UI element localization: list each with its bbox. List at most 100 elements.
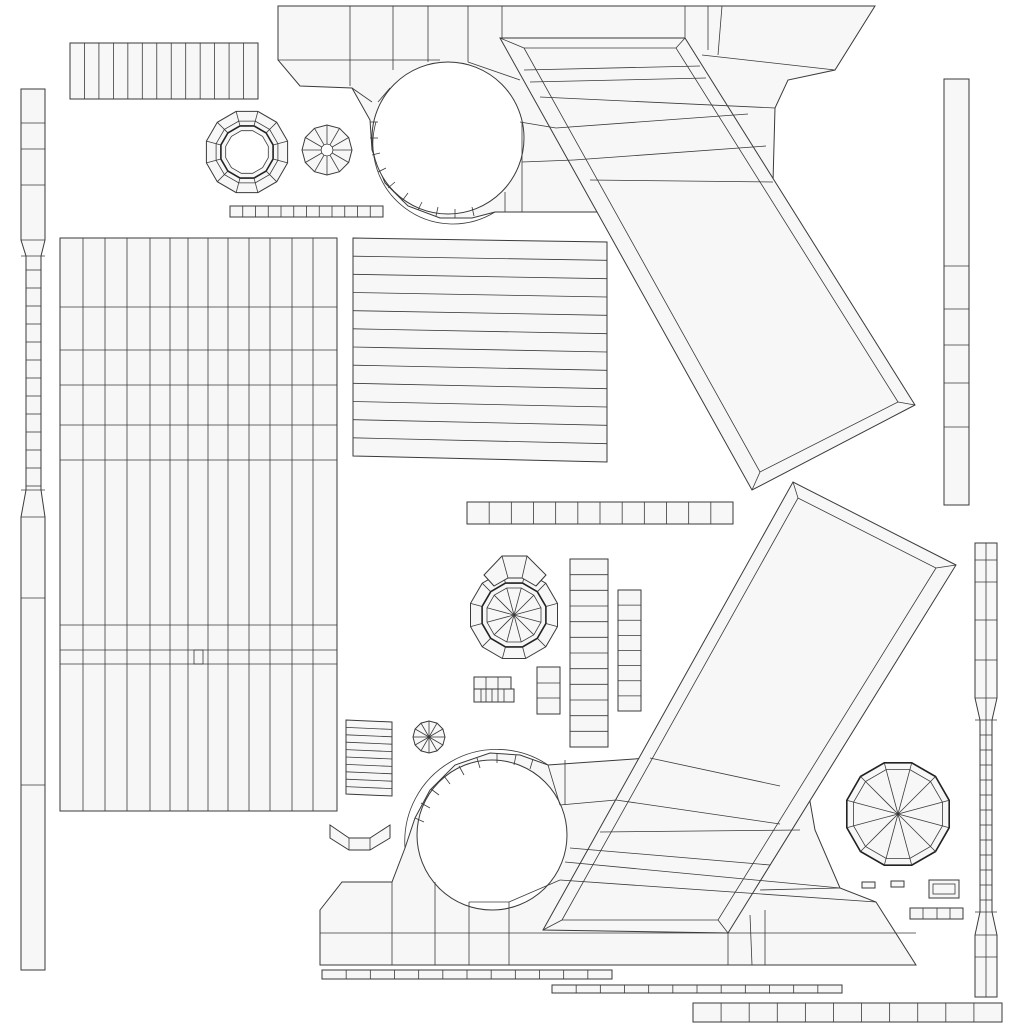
uv-edge <box>265 170 277 182</box>
uv-edge <box>897 781 931 815</box>
uv-edge <box>481 638 491 648</box>
uv-edge <box>352 364 608 371</box>
uv-edge <box>537 582 547 592</box>
uv-edge <box>909 858 913 866</box>
uv-edge <box>420 736 430 752</box>
uv-edge <box>331 137 349 148</box>
uv-edge <box>345 727 393 730</box>
uv-edge <box>428 728 444 738</box>
uv-edge <box>885 769 899 815</box>
uv-edge <box>930 846 936 852</box>
radial-cap-large <box>845 761 951 867</box>
uv-edge <box>345 741 393 745</box>
uv-edge <box>522 646 527 659</box>
uv-edge <box>853 801 899 815</box>
radial-cap-fan <box>483 555 547 587</box>
horizontal-strip-block <box>352 237 608 463</box>
uv-edge <box>897 801 943 815</box>
uv-edge <box>253 177 259 193</box>
uv-edge <box>493 614 515 636</box>
uv-edge <box>352 401 608 408</box>
uv-edge <box>883 762 887 770</box>
bar-strip <box>692 1002 1003 1023</box>
uv-edge <box>352 273 608 280</box>
uv-edge <box>501 555 509 579</box>
uv-edge <box>420 722 430 738</box>
bar-strip <box>551 984 843 994</box>
uv-edge <box>265 122 277 134</box>
uv-edge <box>428 736 444 746</box>
uv-edge <box>486 607 515 616</box>
uv-edge <box>314 154 325 172</box>
uv-edge <box>470 602 483 607</box>
uv-edge <box>513 614 535 636</box>
uv-edge <box>345 756 393 760</box>
uv-edge <box>428 736 438 752</box>
uv-edge <box>909 762 913 770</box>
uv-edge <box>352 255 608 261</box>
radial-cap-small <box>301 124 353 176</box>
uv-edge <box>352 346 608 353</box>
uv-edge <box>483 574 495 587</box>
uv-ring <box>320 143 334 157</box>
uv-edge <box>897 813 943 827</box>
uv-edge <box>305 137 323 148</box>
uv-edge <box>535 574 547 587</box>
uv-edge <box>345 764 393 767</box>
uv-edge <box>513 607 542 616</box>
uv-edge <box>352 328 608 335</box>
uv-edge <box>352 292 608 298</box>
uv-edge <box>942 799 950 803</box>
uv-edge <box>853 813 899 827</box>
uv-edge <box>860 776 866 782</box>
small-tabs <box>861 879 964 920</box>
stacked-strip-medium <box>617 589 642 712</box>
slanted-lines-block <box>345 719 393 797</box>
uv-edge <box>352 419 608 426</box>
uv-edge <box>345 786 393 789</box>
uv-edge <box>521 555 528 579</box>
uv-edge <box>345 749 393 752</box>
uv-edge <box>272 158 288 164</box>
uv-edge <box>235 177 241 193</box>
uv-edge <box>506 587 515 616</box>
uv-edge <box>470 623 483 628</box>
uv-edge <box>545 623 558 628</box>
uv-edge <box>206 140 222 146</box>
uv-edge <box>860 846 866 852</box>
uv-edge <box>513 587 522 616</box>
uv-ring <box>845 761 951 867</box>
bar-strip <box>229 205 384 218</box>
uv-edge <box>414 736 430 746</box>
uv-edge <box>513 594 535 616</box>
radial-cap-medium <box>470 571 558 659</box>
uv-edge <box>481 582 491 592</box>
uv-edge <box>537 638 547 648</box>
stacked-strip-tall <box>569 558 609 748</box>
uv-edge <box>942 825 950 829</box>
small-bracket <box>329 824 391 851</box>
side-panel-grid <box>59 237 338 812</box>
bar-strip <box>466 501 734 525</box>
uv-edge <box>897 769 911 815</box>
uv-edge <box>545 602 558 607</box>
uv-edge <box>217 170 229 182</box>
uv-edge <box>352 382 608 390</box>
uv-ring <box>225 130 269 174</box>
uv-edge <box>352 310 608 316</box>
uv-edge <box>897 813 911 859</box>
uv-edge <box>885 813 899 859</box>
uv-edge <box>486 614 515 623</box>
uv-edge <box>428 722 438 738</box>
uv-edge <box>865 781 899 815</box>
uv-edge <box>345 771 393 775</box>
uv-edge <box>329 128 340 146</box>
right-vertical-strip-bottom <box>974 542 998 998</box>
uv-edge <box>329 154 340 172</box>
uv-edge <box>253 111 259 127</box>
uv-edge <box>345 778 393 782</box>
uv-edge <box>206 158 222 164</box>
uv-edge <box>235 111 241 127</box>
uv-edge <box>352 437 608 445</box>
